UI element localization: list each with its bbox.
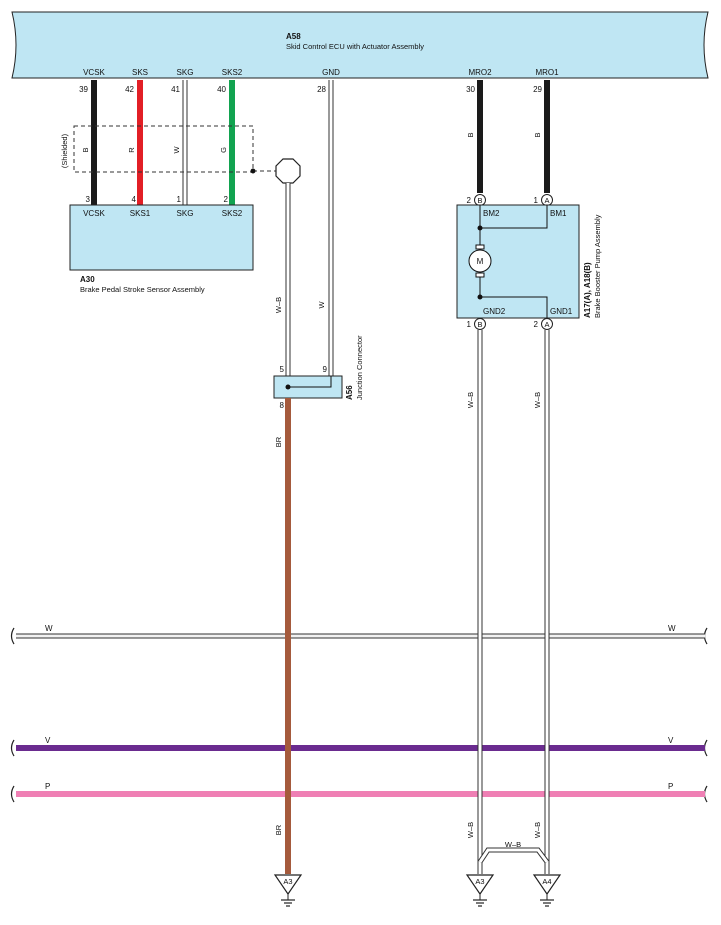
ground-label-0: A3 — [283, 877, 292, 886]
sensor-name: Brake Pedal Stroke Sensor Assembly — [80, 285, 205, 294]
wire-gnd-white: W — [317, 80, 334, 376]
pump-pin-bm1: 1 — [534, 196, 539, 205]
ground-triangle-icon — [532, 874, 562, 896]
ecu-pin-40: 40 — [217, 85, 226, 94]
ecu-terminal-gnd: GND — [322, 68, 340, 77]
motor-label: M — [477, 257, 484, 266]
ground-triangle-icon — [465, 874, 495, 896]
sensor-wire-color-2: W — [172, 146, 181, 154]
junction-connector: 5 9 8 A56 Junction Connector — [273, 335, 364, 410]
motor-icon — [468, 249, 492, 273]
sensor-box: 3 4 1 2 VCSK SKS1 SKG SKS2 A30 Brake Ped… — [69, 195, 254, 294]
pump-pin-bm2: 2 — [467, 196, 472, 205]
bus-p-label-right: P — [668, 782, 673, 791]
ecu-pin-30: 30 — [466, 85, 475, 94]
pump-pin-gnd2: 1 — [467, 320, 472, 329]
sensor-terminal-vcsk: VCSK — [83, 209, 105, 218]
ground-a3-left: A3 — [273, 874, 303, 907]
ecu-box: A58 Skid Control ECU with Actuator Assem… — [11, 11, 709, 79]
junction-name: Junction Connector — [355, 335, 364, 400]
pump-supply-wires: B B — [466, 80, 550, 193]
wire-label-br-lower: BR — [274, 824, 283, 835]
ecu-terminal-vcsk: VCSK — [83, 68, 105, 77]
sensor-pin-3: 3 — [86, 195, 91, 204]
ground-label-2: A4 — [542, 877, 551, 886]
bus-v-label-right: V — [668, 736, 674, 745]
ground-a3-right: A3 — [465, 874, 495, 907]
wire-label-br-upper: BR — [274, 436, 283, 447]
ground-label-1: A3 — [475, 877, 484, 886]
shield-ground-octagon — [275, 158, 301, 184]
pump-ground-wires: W–B W–B W–B W–B W–B — [466, 330, 550, 874]
ecu-pin-39: 39 — [79, 85, 88, 94]
sensor-pin-4: 4 — [132, 195, 137, 204]
pump-terminal-bm1: BM1 — [550, 209, 567, 218]
shield-junction-dot — [250, 168, 256, 174]
bus-p: P P — [10, 782, 708, 803]
ecu-pin-42: 42 — [125, 85, 134, 94]
pump-pin-gnd1: 2 — [534, 320, 539, 329]
bus-p-label-left: P — [45, 782, 50, 791]
wire-label-b-mro2: B — [466, 132, 475, 137]
junction-code: A56 — [345, 385, 354, 400]
sensor-wire-color-1: R — [127, 147, 136, 153]
pump-terminal-gnd2: GND2 — [483, 307, 506, 316]
ecu-pin-41: 41 — [171, 85, 180, 94]
ecu-terminal-sks2: SKS2 — [222, 68, 243, 77]
sensor-wires — [91, 80, 235, 205]
wire-label-wb-gnd2-lower: W–B — [466, 822, 475, 838]
pump-conn-bm2: B — [477, 196, 482, 205]
junction-pin-9: 9 — [323, 365, 328, 374]
junction-pin-5: 5 — [280, 365, 285, 374]
wire-label-wb-gnd2-upper: W–B — [466, 392, 475, 408]
ecu-terminal-sks: SKS — [132, 68, 148, 77]
bus-w-label-left: W — [45, 624, 53, 633]
sensor-wire-color-3: G — [219, 147, 228, 153]
wire-label-wb-gnd1-lower: W–B — [533, 822, 542, 838]
ecu-code: A58 — [286, 32, 301, 41]
pump-top-connectors: 2 B 1 A — [467, 194, 553, 206]
bus-v-label-left: V — [45, 736, 51, 745]
shield-ground-path: W–B — [274, 158, 301, 376]
pump-conn-gnd1: A — [544, 320, 549, 329]
shield-box — [73, 125, 254, 173]
wire-label-b-mro1: B — [533, 132, 542, 137]
sensor-pin-2: 2 — [224, 195, 229, 204]
pump-terminal-gnd1: GND1 — [550, 307, 573, 316]
ecu-pin-28: 28 — [317, 85, 326, 94]
sensor-terminal-sks1: SKS1 — [130, 209, 151, 218]
sensor-terminal-skg: SKG — [177, 209, 194, 218]
wire-label-wb-bridge: W–B — [505, 840, 521, 849]
ground-a4: A4 — [532, 874, 562, 907]
sensor-terminal-sks2: SKS2 — [222, 209, 243, 218]
bus-v: V V — [10, 736, 708, 757]
wire-br-brown: BR BR — [274, 398, 291, 874]
ecu-terminal-mro2: MRO2 — [468, 68, 492, 77]
sensor-pin-1: 1 — [177, 195, 182, 204]
bus-w-label-right: W — [668, 624, 676, 633]
ecu-terminal-skg: SKG — [177, 68, 194, 77]
pump-bottom-connectors: 1 B 2 A — [467, 318, 553, 330]
ecu-name: Skid Control ECU with Actuator Assembly — [286, 42, 424, 51]
bus-w: W W — [10, 624, 708, 645]
junction-pin-8: 8 — [280, 401, 285, 410]
shield: (Shielded) B R W G — [60, 125, 285, 174]
ecu-pin-29: 29 — [533, 85, 542, 94]
ground-triangle-icon — [273, 874, 303, 896]
wire-label-wb-upper: W–B — [274, 297, 283, 313]
pump-code: A17(A), A18(B) — [583, 262, 592, 318]
pump-conn-bm1: A — [544, 196, 549, 205]
pump-box: BM2 BM1 M GND2 GND1 A17(A), A18(B) Brake… — [456, 204, 602, 319]
sensor-code: A30 — [80, 275, 95, 284]
pump-name: Brake Booster Pump Assembly — [593, 214, 602, 318]
ecu-terminal-mro1: MRO1 — [535, 68, 559, 77]
sensor-wire-color-0: B — [81, 147, 90, 152]
wire-label-wb-gnd1-upper: W–B — [533, 392, 542, 408]
pump-conn-gnd2: B — [477, 320, 482, 329]
ecu-pin-numbers: 39 42 41 40 28 30 29 — [79, 85, 542, 94]
shield-label: (Shielded) — [60, 133, 69, 168]
wire-label-w-upper: W — [317, 301, 326, 309]
pump-terminal-bm2: BM2 — [483, 209, 500, 218]
